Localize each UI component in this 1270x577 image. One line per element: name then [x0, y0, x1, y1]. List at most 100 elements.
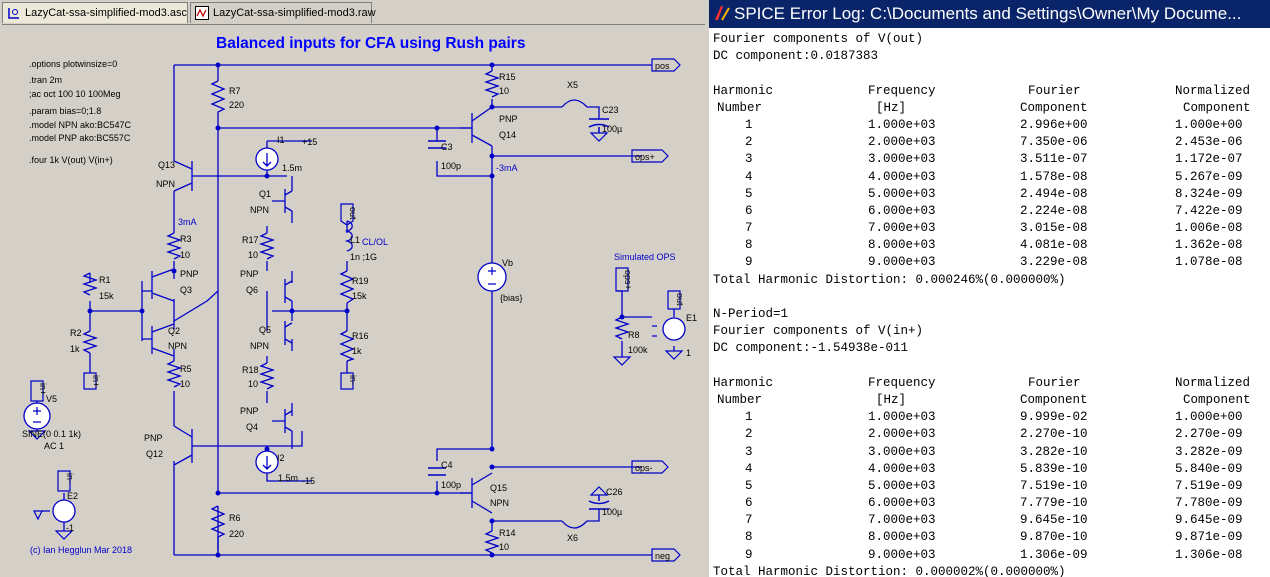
part-label: C23: [602, 105, 619, 115]
log-cell: 5.840e-09: [1175, 461, 1243, 476]
log-cell: 9.645e-09: [1175, 513, 1243, 528]
ground-icon: [612, 356, 632, 366]
schematic-icon: [8, 8, 19, 19]
log-cell: Normalized: [1175, 83, 1251, 98]
log-cell: 5.839e-10: [1020, 461, 1088, 476]
blank-line: [713, 289, 1268, 306]
tab-waveform[interactable]: LazyCat-ssa-simplified-mod3.raw: [190, 2, 376, 23]
part-label: R14: [499, 528, 516, 538]
subcircuit-x6: [561, 520, 588, 529]
log-cell: 8.000e+03: [868, 238, 936, 253]
log-cell: 9.000e+03: [868, 547, 936, 562]
part-value: {bias}: [500, 293, 523, 303]
tab-label: LazyCat-ssa-simplified-mod3.asc: [25, 7, 187, 19]
log-line: N-Period=1: [713, 307, 789, 321]
net-label: in-: [65, 473, 75, 483]
part-type: PNP: [144, 433, 163, 443]
blank-line: [713, 358, 1268, 375]
tab-schematic[interactable]: LazyCat-ssa-simplified-mod3.asc: [2, 2, 188, 23]
log-cell: 1.362e-08: [1175, 238, 1243, 253]
log-cell: 3.511e-07: [1020, 152, 1088, 167]
transistor-q4: [284, 409, 293, 433]
resistor-r5: [165, 360, 183, 388]
log-cell: 2.996e+00: [1020, 117, 1088, 132]
log-cell: [Hz]: [876, 100, 907, 115]
log-cell: 5.000e+03: [868, 186, 936, 201]
log-cell: Harmonic: [713, 375, 774, 390]
resistor-r16: [339, 330, 355, 362]
net-label: ops+: [635, 152, 655, 162]
log-cell: 7.519e-09: [1175, 478, 1243, 493]
table-row: 5 5.000e+03 7.519e-10 7.519e-09: [713, 478, 1268, 495]
resistor-r19: [339, 270, 355, 304]
part-value: AC 1: [44, 441, 64, 451]
log-cell: 1: [745, 117, 753, 132]
part-value: 10: [499, 542, 509, 552]
net-label: neg: [655, 551, 670, 561]
ground-icon: [589, 132, 609, 142]
log-cell: 1.078e-08: [1175, 255, 1243, 270]
log-cell: 5: [745, 186, 753, 201]
simulated-ops-label: Simulated OPS: [614, 252, 676, 262]
log-cell: 1.000e+03: [868, 410, 936, 425]
log-cell: 1.000e+00: [1175, 410, 1243, 425]
net-label: ops-: [635, 463, 653, 473]
log-cell: 7.350e-06: [1020, 135, 1088, 150]
spice-directive: .model NPN ako:BC547C: [29, 120, 132, 130]
log-cell: Frequency: [868, 83, 936, 98]
net-flag-in-plus-v5: [30, 380, 44, 402]
tab-bar: LazyCat-ssa-simplified-mod3.asc LazyCat-…: [0, 0, 706, 24]
part-value: +15: [302, 137, 317, 147]
part-value: 100k: [628, 345, 648, 355]
capacitor-c3: [428, 140, 446, 149]
part-type: PNP: [240, 406, 259, 416]
net-flag-in-plus: [83, 372, 97, 390]
transistor-q1: [284, 189, 293, 213]
log-cell: 1.006e-08: [1175, 221, 1243, 236]
log-cell: 3.015e-08: [1020, 221, 1088, 236]
part-label: I2: [277, 453, 285, 463]
ground-icon: [589, 486, 609, 496]
part-value: 100p: [441, 480, 461, 490]
net-flag-pos: [651, 58, 681, 72]
log-cell: 7.000e+03: [868, 513, 936, 528]
part-label: V5: [46, 394, 57, 404]
net-flag-ops-plus: [631, 149, 669, 163]
schematic-window: LazyCat-ssa-simplified-mod3.asc LazyCat-…: [0, 0, 706, 577]
voltage-source-e1: [662, 317, 686, 341]
log-cell: 2.453e-06: [1175, 135, 1243, 150]
current-annotation: -3mA: [496, 163, 518, 173]
transistor-q2: [151, 323, 175, 357]
log-cell: 5: [745, 478, 753, 493]
log-cell: 2: [745, 135, 753, 150]
net-flag-in-minus: [340, 372, 354, 390]
ground-icon: [27, 430, 47, 440]
window-divider[interactable]: [706, 0, 709, 577]
transistor-q13: [173, 160, 193, 192]
log-text-area[interactable]: Fourier components of V(out)DC component…: [713, 31, 1268, 577]
log-cell: 3.000e+03: [868, 152, 936, 167]
log-title-bar[interactable]: SPICE Error Log: C:\Documents and Settin…: [709, 0, 1270, 28]
log-cell: 6.000e+03: [868, 203, 936, 218]
log-cell: 8.324e-09: [1175, 186, 1243, 201]
wires: [36, 64, 675, 556]
part-label: R17: [242, 235, 259, 245]
log-cell: 9: [745, 547, 753, 562]
resistor-r8: [613, 316, 631, 340]
voltage-sources: [23, 262, 686, 523]
log-cell: 9.000e+03: [868, 255, 936, 270]
part-label: R19: [352, 276, 369, 286]
log-cell: 5.000e+03: [868, 478, 936, 493]
schematic-canvas[interactable]: Balanced inputs for CFA using Rush pairs…: [2, 24, 705, 577]
part-label: C3: [441, 142, 453, 152]
part-label: R5: [180, 364, 192, 374]
spice-directive: .param bias=0;1.8: [29, 106, 101, 116]
log-cell: 3.229e-08: [1020, 255, 1088, 270]
part-label: R2: [70, 328, 82, 338]
log-cell: 7.519e-10: [1020, 478, 1088, 493]
